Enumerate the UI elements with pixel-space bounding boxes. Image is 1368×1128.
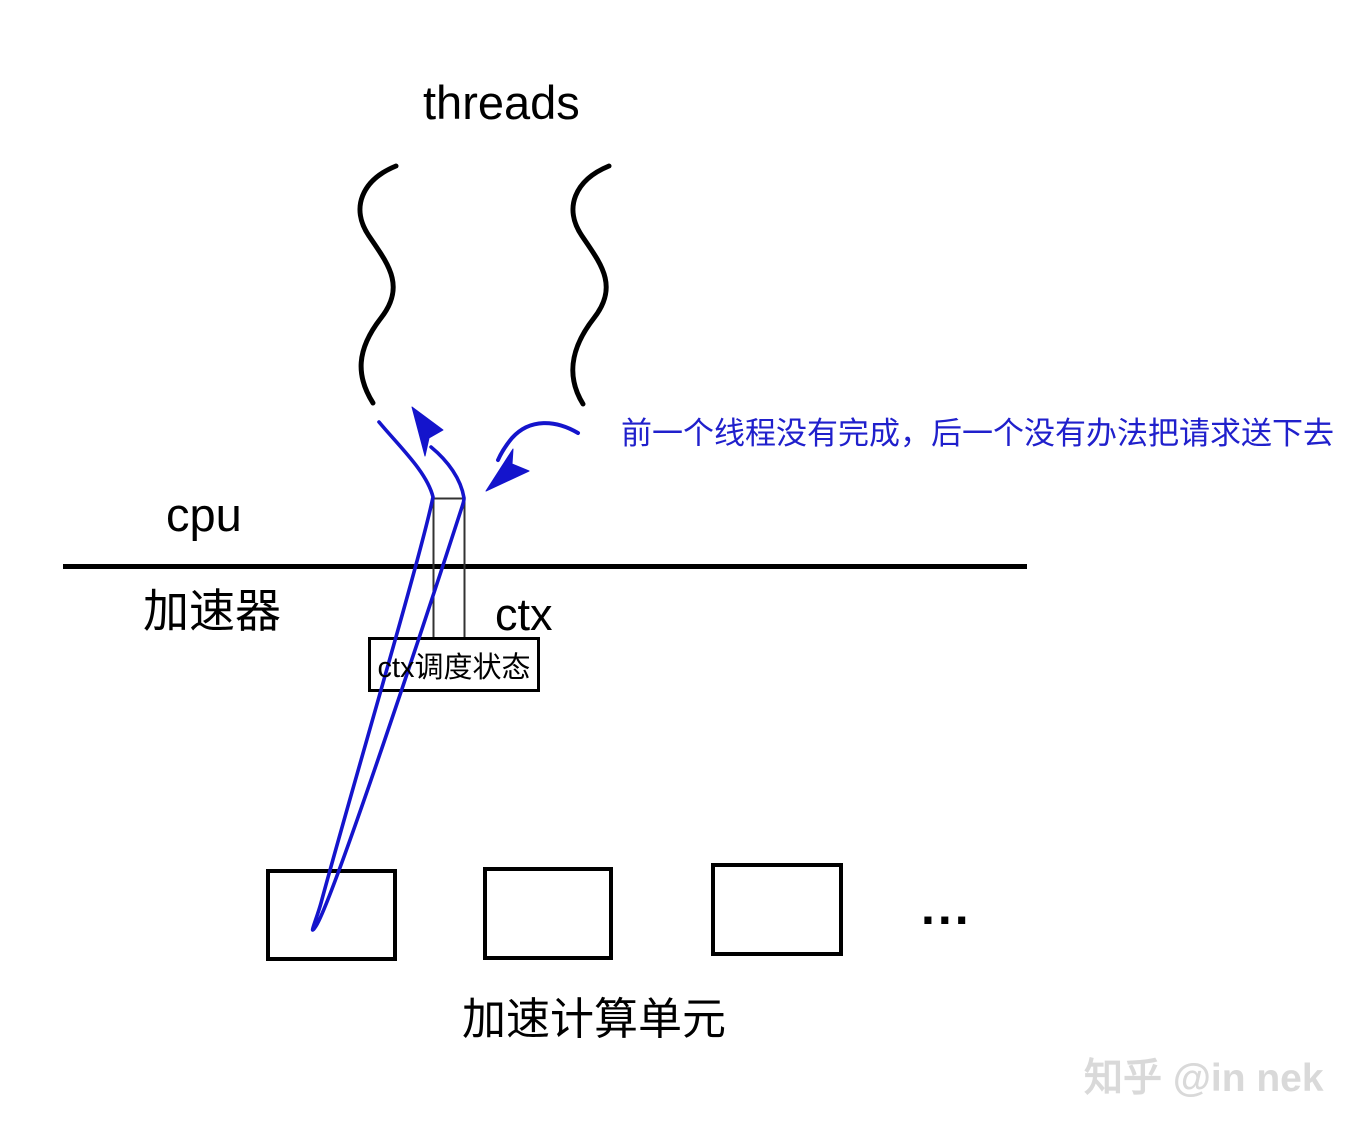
- request-loop-arrowhead-icon: [411, 406, 444, 457]
- threads-label: threads: [423, 76, 580, 129]
- ctx-state-box-label: ctx调度状态: [377, 651, 531, 684]
- compute-unit-box-2: [483, 867, 613, 960]
- ctx-column: [432, 497, 466, 637]
- accelerator-label: 加速器: [143, 585, 281, 637]
- thread-squiggle-left: [357, 163, 399, 406]
- thread-squiggle-right: [570, 163, 612, 407]
- blocked-thread-annotation: 前一个线程没有完成，后一个没有办法把请求送下去: [621, 416, 1334, 451]
- cpu-label: cpu: [166, 488, 242, 541]
- compute-units-label: 加速计算单元: [462, 995, 726, 1044]
- request-loop-arrow: [310, 420, 466, 932]
- ctx-label: ctx: [495, 589, 553, 640]
- compute-unit-box-1: [266, 869, 397, 961]
- zhihu-watermark: 知乎 @in nek: [1084, 1057, 1324, 1100]
- blocked-request-arrowhead-icon: [485, 448, 530, 492]
- ctx-state-box-outline: [368, 637, 540, 692]
- compute-unit-box-3: [711, 863, 843, 956]
- blocked-request-arrow: [496, 421, 580, 462]
- more-units-ellipsis: ...: [921, 879, 972, 935]
